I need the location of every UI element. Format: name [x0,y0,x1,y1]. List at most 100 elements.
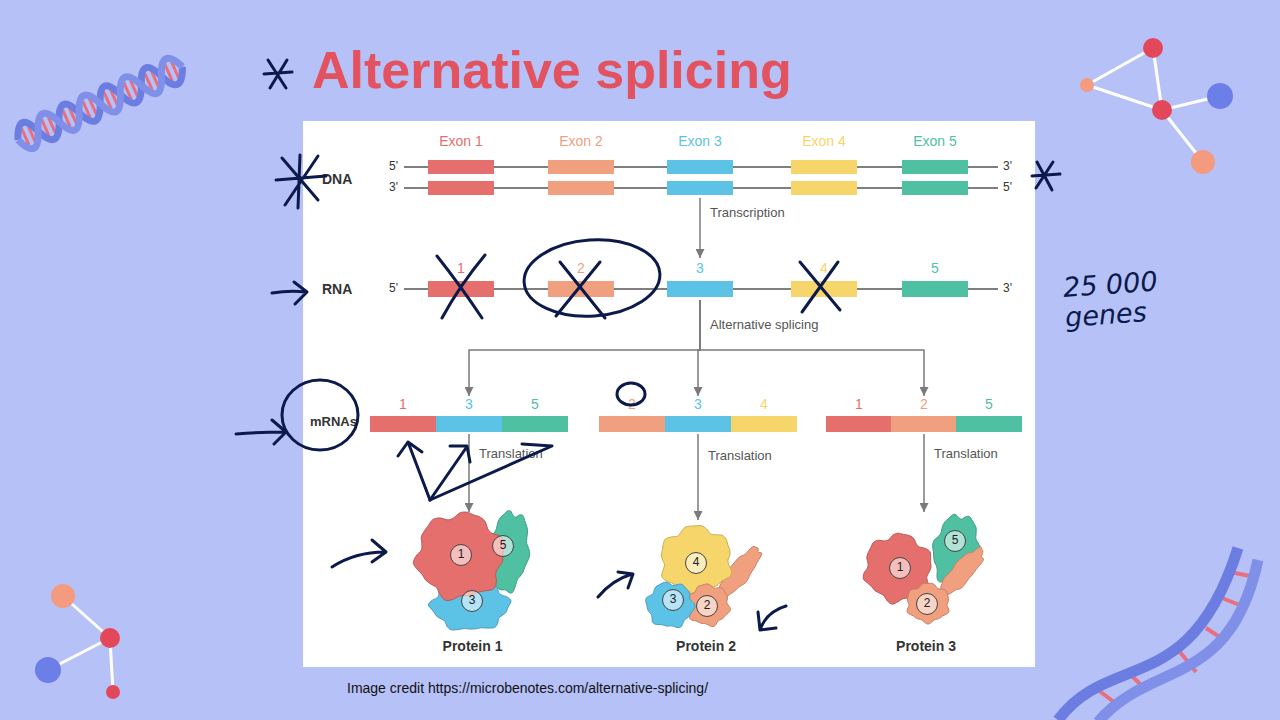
exon-box: Exon 1 [428,158,494,198]
flow-arrow [469,300,700,396]
domain-number-text: 1 [451,545,471,564]
mrna-segment: 5 [502,396,568,434]
domain-number: 3 [662,589,684,611]
exon-number: 4 [731,396,797,412]
exon-box: Exon 4 [791,158,857,198]
slide-title: Alternative splicing [312,40,792,100]
exon-bar [428,281,494,297]
step-label: Translation [934,446,998,461]
exon-number: 1 [826,396,892,412]
molecule-icon [35,584,120,699]
domain-number-text: 2 [917,594,937,613]
step-label: Transcription [710,205,785,220]
strand-end: 5' [1003,181,1012,194]
exon-bar [791,181,857,195]
mrna-segment: 2 [891,396,957,434]
domain-number-text: 4 [686,553,706,572]
exon-bar [956,416,1022,432]
exon-number: 3 [667,260,733,276]
flow-arrow [697,434,699,520]
domain-number-text: 1 [890,558,910,577]
exon-bar [667,160,733,174]
domain-number: 1 [889,557,911,579]
exon-shape [902,158,968,198]
exon-number: 4 [791,260,857,276]
exon-bar [826,416,892,432]
exon-bar [665,416,731,432]
molecule-label: DNA [322,171,352,187]
rna-exon-box: 3 [667,258,733,300]
exon-label: Exon 2 [548,133,614,149]
strand-end: 5' [389,282,398,295]
domain-number: 2 [696,595,718,617]
dna-molecule: DNAExon 1Exon 2Exon 3Exon 4Exon 5 [400,158,1000,198]
step-label: Translation [479,446,543,461]
exon-box: Exon 2 [548,158,614,198]
exon-number: 5 [956,396,1022,412]
mrna-segment: 1 [370,396,436,434]
dna-helix-icon [12,54,188,153]
rna-molecule: RNA12345 [400,258,1000,300]
row-label: mRNAs [310,415,357,429]
mrna-segment: 4 [731,396,797,434]
domain-number: 4 [685,552,707,574]
mrna-segment: 3 [436,396,502,434]
flow-arrow [700,300,924,396]
protein-domain [646,582,695,628]
mrna-segment: 5 [956,396,1022,434]
exon-bar [428,181,494,195]
protein-shape: Protein 2432 [645,520,767,632]
exon-number: 1 [370,396,436,412]
domain-number-text: 5 [493,536,513,555]
exon-label: Exon 3 [667,133,733,149]
exon-bar [428,160,494,174]
flow-arrow [468,434,470,512]
protein-domain [413,512,504,601]
exon-number: 2 [891,396,957,412]
strand-end: 3' [1003,160,1012,173]
exon-shape [791,158,857,198]
exon-label: Exon 5 [902,133,968,149]
exon-bar [548,281,614,297]
mrna-segment: 2 [599,396,665,434]
flow-arrow [699,198,701,258]
exon-bar [902,181,968,195]
protein-domain [941,547,984,598]
step-label: Translation [708,448,772,463]
image-credit: Image credit https://microbenotes.com/al… [347,680,708,696]
domain-number-text: 5 [945,531,965,550]
domain-number-text: 3 [462,591,482,610]
dna-helix-icon [1058,548,1258,720]
protein-domain [907,583,949,624]
exon-box: Exon 3 [667,158,733,198]
flow-arrow [923,434,925,512]
protein-label: Protein 2 [645,638,767,654]
domain-number: 3 [461,590,483,612]
domain-number: 5 [944,530,966,552]
strand-end: 3' [389,181,398,194]
exon-bar [902,160,968,174]
domain-number: 1 [450,544,472,566]
strand-end: 5' [389,160,398,173]
step-label: Alternative splicing [710,317,818,332]
exon-bar [902,281,968,297]
protein-shape: Protein 3152 [865,512,987,632]
domain-number: 5 [492,535,514,557]
exon-number: 3 [436,396,502,412]
exon-bar [891,416,957,432]
protein-shape: Protein 1153 [415,512,530,632]
exon-bar [731,416,797,432]
mrna-segment: 1 [826,396,892,434]
exon-bar [667,181,733,195]
exon-bar [667,281,733,297]
rna-exon-box: 1 [428,258,494,300]
protein-illustration [415,512,530,632]
mrna-segment: 3 [665,396,731,434]
handwritten-note: 25 000 genes [1062,263,1206,332]
protein-label: Protein 3 [865,638,987,654]
exon-number: 5 [502,396,568,412]
exon-shape [428,158,494,198]
exon-bar [548,181,614,195]
